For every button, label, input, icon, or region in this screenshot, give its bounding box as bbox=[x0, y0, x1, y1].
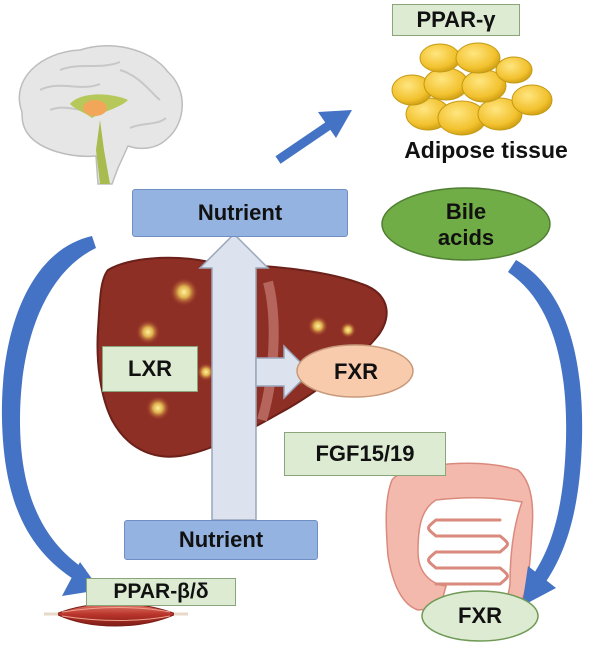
adipose-icon bbox=[391, 42, 553, 136]
bile-to-fxr-arrow bbox=[508, 260, 583, 590]
bile-acids-ellipse bbox=[381, 187, 551, 261]
nutrient-bottom-label: Nutrient bbox=[124, 520, 318, 560]
ppar-gamma-label: PPAR-γ bbox=[392, 4, 520, 36]
fxr-intestine-label: FXR bbox=[458, 603, 502, 628]
nutrient-flow-arrow bbox=[198, 232, 270, 521]
arrow-to-adipose bbox=[275, 122, 331, 164]
brain-icon bbox=[18, 45, 183, 185]
ppar-beta-delta-label: PPAR-β/δ bbox=[86, 578, 236, 606]
bile-acids-line2: acids bbox=[437, 225, 495, 250]
fxr-liver-ellipse bbox=[296, 344, 414, 398]
fxr-intestine-ellipse bbox=[421, 590, 539, 642]
arrow-to-adipose-head bbox=[318, 110, 352, 138]
muscle-icon bbox=[44, 603, 188, 627]
fxr-liver-label: FXR bbox=[334, 359, 378, 384]
fgf15-19-label: FGF15/19 bbox=[284, 432, 446, 476]
bile-to-fxr-arrow-head bbox=[522, 566, 556, 606]
bile-acids-label: Bile acids bbox=[398, 196, 534, 254]
bile-acids-line1: Bile bbox=[445, 199, 487, 224]
brain-to-muscle-arrow bbox=[1, 236, 96, 582]
lxr-label: LXR bbox=[102, 346, 198, 392]
lxr-to-fxr-arrow bbox=[255, 344, 312, 400]
adipose-tissue-label: Adipose tissue bbox=[404, 136, 568, 163]
nutrient-top-label: Nutrient bbox=[132, 189, 348, 237]
